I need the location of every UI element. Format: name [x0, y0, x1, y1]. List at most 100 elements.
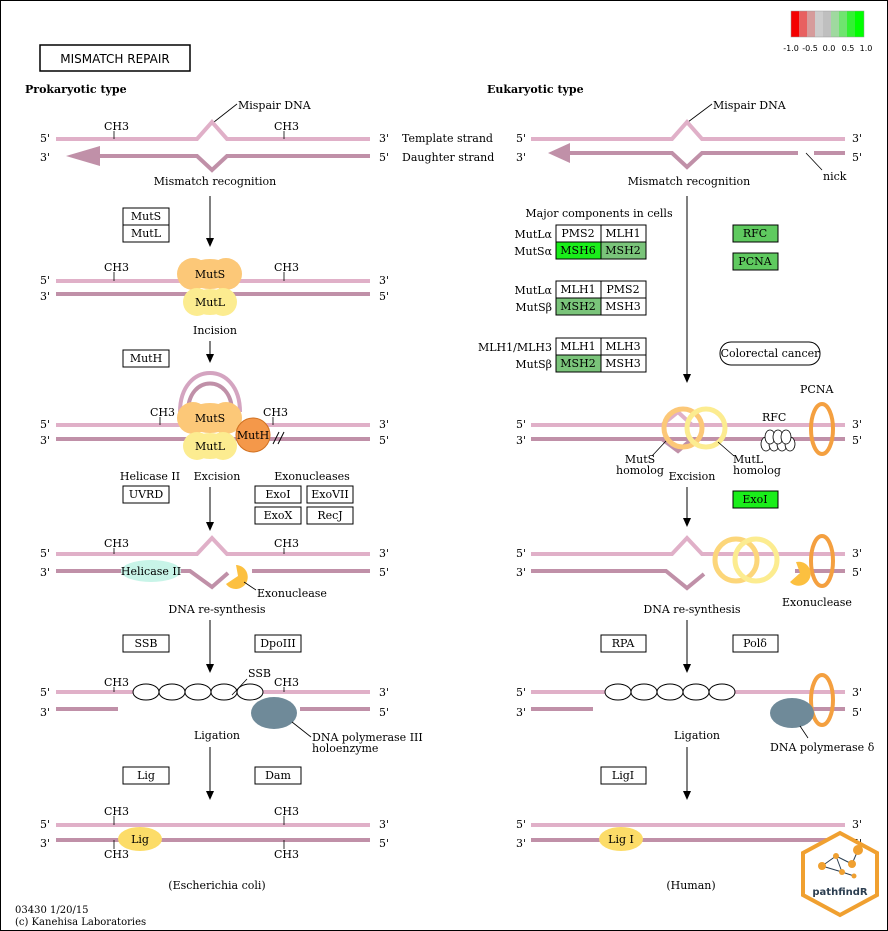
muts-homolog-ring [712, 536, 760, 584]
three-prime: 3' [379, 547, 389, 560]
five-prime: 5' [379, 151, 389, 164]
dam-gene-box[interactable] [254, 766, 302, 785]
exonuclease-protein [226, 565, 248, 589]
mutl-protein [183, 288, 237, 316]
daughter-strand [570, 151, 798, 170]
dpoiii-gene-label: DpoIII [260, 637, 296, 650]
five-prime: 5' [40, 686, 50, 699]
uvrd-gene-box[interactable] [122, 485, 170, 504]
five-prime: 5' [40, 132, 50, 145]
rpa-gene-box[interactable] [600, 634, 647, 653]
muts-protein-label: MutS [195, 268, 225, 281]
msh6-gene-label: MSH6 [560, 244, 595, 257]
lig1-gene-box[interactable] [600, 766, 647, 785]
msh2-gene-label: MSH2 [605, 244, 640, 257]
daughter-strand-arrowhead [66, 146, 100, 166]
three-prime: 3' [379, 132, 389, 145]
five-prime: 5' [379, 566, 389, 579]
rpa-proteins [604, 683, 736, 701]
helicase-ii-label: Helicase II [120, 470, 180, 483]
muth-gene-box[interactable] [122, 349, 170, 368]
ssb-gene-box[interactable] [122, 634, 170, 653]
legend-tick: 0.0 [823, 44, 836, 53]
mispair-dna-label: Mispair DNA [713, 99, 787, 112]
mutl-protein-label: MutL [195, 440, 226, 453]
legend-tick: -0.5 [802, 44, 818, 53]
rfc-gene-label: RFC [743, 227, 767, 240]
mutl-alpha-label: MutLα [514, 284, 552, 297]
exoi-gene-label: ExoI [742, 493, 767, 506]
recj-gene-box[interactable] [306, 506, 354, 525]
msh3-gene-label: MSH3 [605, 300, 640, 313]
three-prime: 3' [516, 566, 526, 579]
muth-protein [235, 417, 271, 453]
five-prime: 5' [516, 132, 526, 145]
three-prime: 3' [379, 418, 389, 431]
ssb-gene-label: SSB [135, 637, 158, 650]
exox-gene-box[interactable] [254, 506, 302, 525]
pcna-ring [809, 534, 835, 588]
three-prime: 3' [40, 706, 50, 719]
dpoiii-gene-box[interactable] [254, 634, 302, 653]
three-prime: 3' [379, 274, 389, 287]
ligation-label: Ligation [674, 729, 720, 742]
ligation-label: Ligation [194, 729, 240, 742]
pold-gene-label: Polδ [743, 637, 767, 650]
lig-protein [118, 827, 162, 851]
pms2-gene-label: PMS2 [561, 227, 594, 240]
five-prime: 5' [40, 418, 50, 431]
organism-label: (Human) [666, 879, 715, 892]
rfc-gene-box[interactable] [732, 224, 779, 243]
prokaryotic-heading: Prokaryotic type [25, 83, 127, 96]
five-prime: 5' [852, 434, 862, 447]
three-prime: 3' [516, 434, 526, 447]
ch3-label: CH3 [274, 848, 299, 861]
lig-gene-box[interactable] [122, 766, 170, 785]
pathfindr-logo: pathfindR [801, 830, 879, 918]
pcna-label: PCNA [800, 383, 834, 396]
mlh1-gene-label: MLH1 [560, 340, 595, 353]
template-strand [56, 535, 370, 556]
five-prime: 5' [516, 418, 526, 431]
dna-polymerase-iii-label: DNA polymerase III [312, 731, 423, 744]
ssb-proteins [132, 683, 264, 701]
copyright: (c) Kanehisa Laboratories [15, 917, 146, 928]
mutl-homolog-ring [684, 406, 728, 450]
legend-tick: 1.0 [860, 44, 873, 53]
lig1-protein-label: Lig I [608, 833, 634, 846]
legend-tick: -1.0 [783, 44, 799, 53]
colorectal-cancer-map-link[interactable] [719, 341, 821, 366]
five-prime: 5' [852, 151, 862, 164]
pold-gene-box[interactable] [732, 634, 779, 653]
colorectal-cancer-label: Colorectal cancer [721, 347, 821, 360]
ch3-label: CH3 [104, 676, 129, 689]
exoi-gene-box[interactable] [732, 490, 779, 509]
mutl-homolog-label: homolog [733, 464, 781, 477]
ch3-label: CH3 [274, 805, 299, 818]
ch3-label: CH3 [274, 120, 299, 133]
three-prime: 3' [516, 837, 526, 850]
dna-polymerase-delta-label: DNA polymerase δ [770, 741, 875, 754]
msh2-gene-box[interactable] [600, 241, 647, 260]
muts-protein-label: MutS [195, 412, 225, 425]
five-prime: 5' [516, 686, 526, 699]
msh3-gene-box[interactable] [600, 354, 647, 373]
muts-homolog-label: MutS [625, 453, 655, 466]
ch3-label: CH3 [274, 676, 299, 689]
color-scale-legend: -1.0 -0.5 0.0 0.5 1.0 [783, 10, 873, 53]
pcna-gene-box[interactable] [732, 252, 779, 271]
msh2-gene-label: MSH2 [560, 357, 595, 370]
exoi-gene-box[interactable] [254, 485, 302, 504]
major-components-label: Major components in cells [525, 207, 673, 220]
mlh1-mlh3-label: MLH1/MLH3 [478, 341, 552, 354]
incision-label: Incision [193, 324, 237, 337]
lig-protein-label: Lig [131, 833, 149, 846]
mutl-protein-label: MutL [195, 296, 226, 309]
msh3-gene-label: MSH3 [605, 357, 640, 370]
exovii-gene-box[interactable] [306, 485, 354, 504]
dam-gene-label: Dam [265, 769, 291, 782]
mutl-gene-box[interactable] [122, 224, 170, 243]
msh3-gene-box[interactable] [600, 297, 647, 316]
five-prime: 5' [379, 434, 389, 447]
